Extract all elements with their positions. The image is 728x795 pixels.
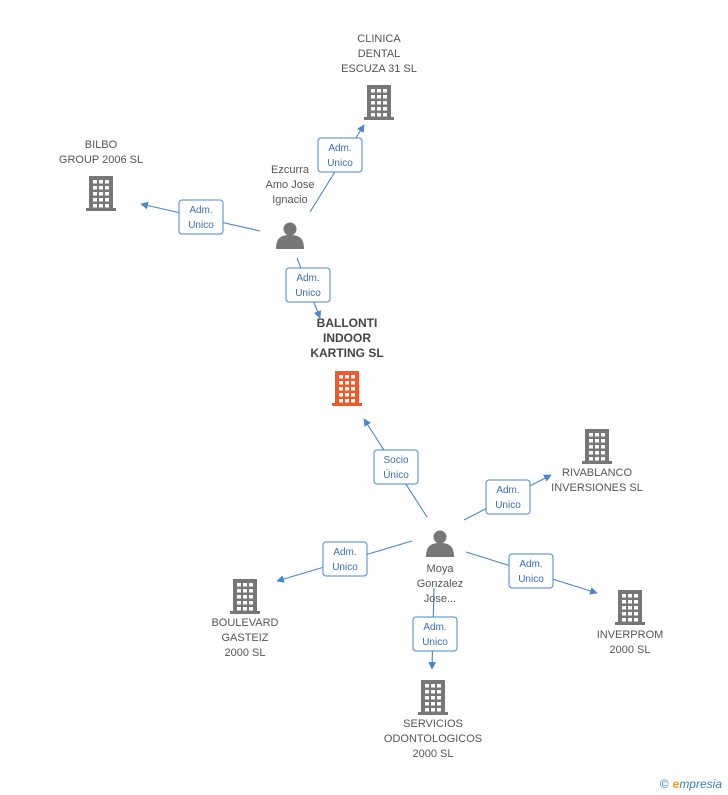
edge-label-box	[322, 541, 368, 577]
node-label: INVERPROM	[597, 629, 664, 641]
copyright-symbol: ©	[659, 777, 669, 791]
node-label: CLINICA	[357, 33, 401, 45]
person-icon	[276, 222, 304, 249]
node-label: INVERSIONES SL	[551, 482, 643, 494]
edge-label-text: Adm.	[519, 559, 542, 570]
brand-name: mpresia	[679, 777, 722, 791]
building-icon	[86, 176, 116, 211]
node-label: Amo Jose	[266, 179, 315, 191]
node-boulevard[interactable]: BOULEVARD GASTEIZ 2000 SL	[211, 579, 279, 659]
building-icon	[418, 680, 448, 715]
building-icon	[364, 85, 394, 120]
node-label: Ignacio	[272, 194, 307, 206]
edge-ezcurra-bilbo: Adm. Unico	[140, 199, 261, 235]
edge-label-box	[412, 616, 458, 652]
building-icon	[332, 371, 362, 406]
node-label: Jose...	[424, 593, 456, 605]
edge-label-box	[317, 137, 363, 173]
node-label: BOULEVARD	[211, 617, 278, 629]
brand-initial: e	[672, 777, 680, 791]
node-rivablanco[interactable]: RIVABLANCO INVERSIONES SL	[551, 429, 643, 494]
edge-label-text: Adm.	[189, 205, 212, 216]
edge-ezcurra-ballonti: Adm. Unico	[285, 257, 331, 319]
node-label: GASTEIZ	[221, 632, 268, 644]
edge-label-text: Unico	[422, 637, 448, 648]
node-label: Ezcurra	[271, 164, 310, 176]
edge-label-text: Unico	[332, 562, 358, 573]
node-label: Gonzalez	[417, 578, 463, 590]
building-icon	[230, 579, 260, 614]
node-label: ESCUZA 31 SL	[341, 63, 417, 75]
node-label: DENTAL	[358, 48, 401, 60]
edge-label-text: Unico	[495, 500, 521, 511]
edge-label-box	[508, 553, 554, 589]
edge-label-box	[285, 267, 331, 303]
edge-label-text: Adm.	[333, 547, 356, 558]
edge-label-text: Unico	[327, 158, 353, 169]
node-label: Moya	[427, 563, 455, 575]
node-label: GROUP 2006 SL	[59, 154, 143, 166]
edge-label-box	[485, 479, 531, 515]
edge-label-text: Adm.	[423, 622, 446, 633]
node-inverprom[interactable]: INVERPROM 2000 SL	[597, 590, 664, 656]
node-moya[interactable]: MoyaGonzalezJose...	[417, 530, 463, 606]
node-label: 2000 SL	[610, 644, 651, 656]
edge-label-box	[178, 199, 224, 235]
node-label: ODONTOLOGICOS	[384, 733, 482, 745]
edge-moya-boulevard: Adm. Unico	[276, 540, 413, 583]
edge-label-box	[373, 449, 419, 485]
empresia-logo: ©empresia	[660, 777, 722, 791]
node-label: SERVICIOS	[403, 718, 463, 730]
edge-label-text: Unico	[188, 220, 214, 231]
node-servicios[interactable]: SERVICIOS ODONTOLOGICOS 2000 SL	[384, 680, 482, 760]
edge-moya-inverprom: Adm. Unico	[465, 551, 598, 595]
building-icon	[615, 590, 645, 625]
node-label: KARTING SL	[310, 346, 383, 360]
edge-label-text: Socio	[383, 455, 408, 466]
building-icon	[582, 429, 612, 464]
node-label: BILBO	[85, 139, 118, 151]
edge-label-text: Adm.	[296, 273, 319, 284]
person-icon	[426, 530, 454, 557]
edge-label-text: Unico	[518, 574, 544, 585]
edge-label-text: Único	[383, 468, 409, 481]
node-label: INDOOR	[323, 331, 371, 345]
node-label: 2000 SL	[225, 647, 266, 659]
edge-label-text: Adm.	[496, 485, 519, 496]
edge-moya-servicios: Adm. Unico	[412, 587, 458, 670]
edge-ezcurra-clinica: Adm. Unico	[309, 124, 365, 213]
edge-label-text: Unico	[295, 288, 321, 299]
node-label: RIVABLANCO	[562, 467, 633, 479]
node-label: BALLONTI	[317, 316, 378, 330]
edge-moya-rivablanco: Adm. Unico	[463, 474, 552, 521]
node-clinica[interactable]: CLINICA DENTAL ESCUZA 31 SL	[341, 33, 417, 120]
node-label: 2000 SL	[413, 748, 454, 760]
edge-label-text: Adm.	[328, 143, 351, 154]
node-bilbo[interactable]: BILBO GROUP 2006 SL	[59, 139, 143, 211]
